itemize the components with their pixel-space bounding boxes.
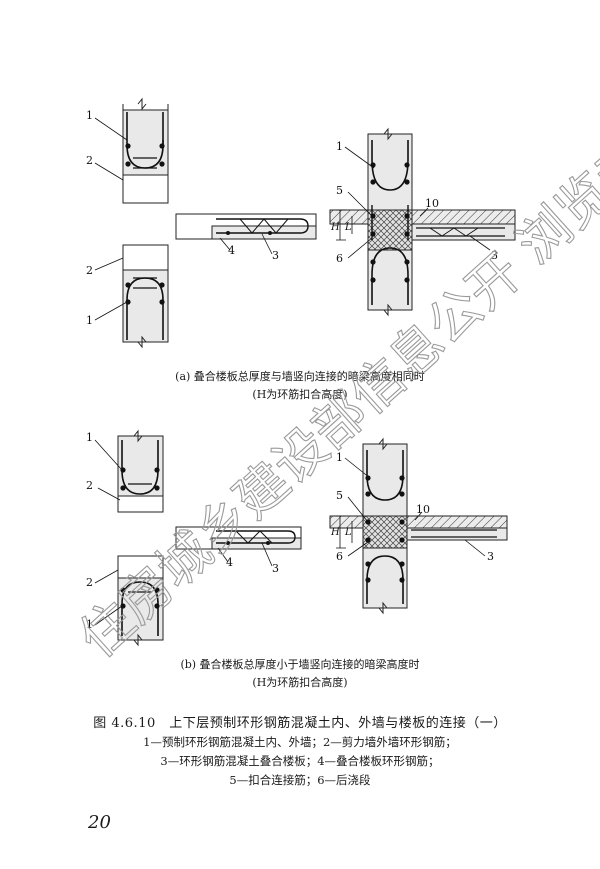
callout-1: 1 xyxy=(86,618,93,631)
callout-3: 3 xyxy=(491,249,498,262)
callout-6: 6 xyxy=(336,252,343,265)
callout-1: 1 xyxy=(336,140,343,153)
figure-b-assembled-joint xyxy=(329,437,508,615)
dim-h: H xyxy=(330,527,340,538)
callout-3: 3 xyxy=(272,249,279,262)
callout-1: 1 xyxy=(336,451,343,464)
figure-a-lower-wall xyxy=(122,244,169,349)
dim-10: 10 xyxy=(425,197,439,210)
callout-1: 1 xyxy=(86,314,93,327)
callout-2: 2 xyxy=(86,154,93,167)
callout-5: 5 xyxy=(336,489,343,502)
figure-title: 图 4.6.10 上下层预制环形钢筋混凝土内、外墙与楼板的连接（一） xyxy=(93,716,507,731)
figure-a-upper-wall xyxy=(122,97,169,204)
callout-1: 1 xyxy=(86,431,93,444)
figure-b-caption: (b) 叠合楼板总厚度小于墙竖向连接的暗梁高度时 xyxy=(180,658,420,671)
callout-4: 4 xyxy=(226,556,233,569)
callout-2: 2 xyxy=(86,264,93,277)
figure-a-drawing xyxy=(94,97,516,349)
callout-1: 1 xyxy=(86,109,93,122)
dim-l: L xyxy=(344,222,352,233)
figure-b-drawing xyxy=(94,429,508,647)
figure-b-caption-note: (H为环筋扣合高度) xyxy=(252,676,348,689)
legend-line-3: 5—扣合连接筋；6—后浇段 xyxy=(229,773,371,787)
figure-b-leaders xyxy=(94,439,486,626)
callout-2: 2 xyxy=(86,576,93,589)
figure-a-caption: (a) 叠合楼板总厚度与墙竖向连接的暗梁高度相同时 xyxy=(175,370,425,383)
legend-line-1: 1—预制环形钢筋混凝土内、外墙；2—剪力墙外墙环形钢筋； xyxy=(143,735,457,749)
callout-6: 6 xyxy=(336,550,343,563)
callout-2: 2 xyxy=(86,479,93,492)
legend-line-2: 3—环形钢筋混凝土叠合楼板；4—叠合楼板环形钢筋； xyxy=(160,754,440,768)
figure-b-upper-wall xyxy=(117,429,164,513)
figure-a-assembled-joint xyxy=(329,127,516,317)
figure-a-caption-note: (H为环筋扣合高度) xyxy=(252,388,348,401)
callout-3: 3 xyxy=(487,550,494,563)
callout-3: 3 xyxy=(272,562,279,575)
page-number: 20 xyxy=(88,812,111,833)
callout-5: 5 xyxy=(336,184,343,197)
dim-10: 10 xyxy=(416,503,430,516)
figure-b-slab xyxy=(175,526,302,550)
dim-h: H xyxy=(330,222,340,233)
callout-4: 4 xyxy=(228,244,235,257)
figure-a-slab xyxy=(175,213,317,240)
figure-a-leaders xyxy=(94,117,491,321)
dim-l: L xyxy=(344,527,352,538)
